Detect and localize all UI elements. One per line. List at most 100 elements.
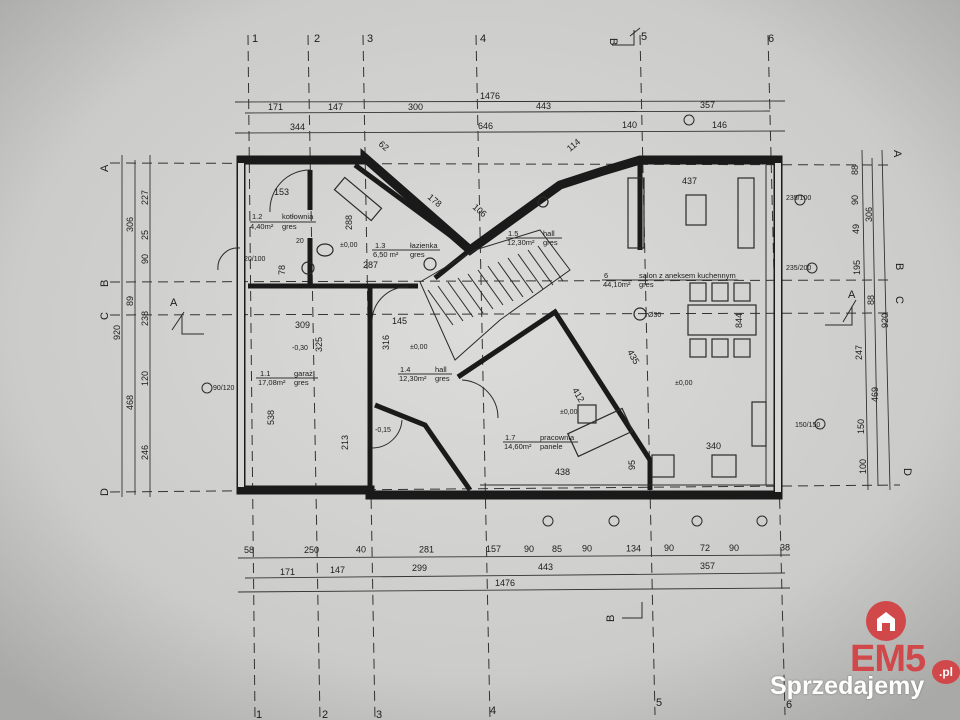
dim-interior: 844 xyxy=(734,313,744,328)
dim-bottom: 157 xyxy=(486,544,501,554)
staircase xyxy=(419,229,571,361)
room-area: 44,10m² xyxy=(603,280,631,289)
stair-step xyxy=(537,245,564,282)
dim-bottom: 90 xyxy=(524,544,534,554)
level-mark: ±0,00 xyxy=(410,344,428,351)
level-marks: ±0,00 -0,30 ±0,00 -0,15 ±0,00 ±0,00 xyxy=(292,242,693,434)
dim-left: 246 xyxy=(140,445,150,460)
axis-1-bottom: 1 xyxy=(256,709,262,720)
room-number: 1.4 xyxy=(400,365,410,374)
dim-right: 88 xyxy=(866,295,876,305)
room-name: salon z aneksem kuchennym xyxy=(639,271,736,280)
dim-bottom: 443 xyxy=(538,562,553,572)
section-markers: A A B B xyxy=(170,27,857,622)
axis-d-left: D xyxy=(99,488,111,496)
axis-d-right: D xyxy=(901,468,913,476)
room-number: 1.7 xyxy=(505,433,515,442)
desk xyxy=(566,407,634,458)
room-area: 4,40m² xyxy=(250,222,274,231)
dim-top: 171 xyxy=(268,102,283,112)
dim-interior: 340 xyxy=(706,441,721,451)
column-label: Ø30 xyxy=(648,312,661,319)
window-label: 235/100 xyxy=(786,195,811,202)
dim-left: 238 xyxy=(140,311,150,326)
dim-top: 357 xyxy=(700,100,715,110)
section-a-right: A xyxy=(848,289,856,301)
fridge xyxy=(651,454,675,478)
stair-step xyxy=(437,285,464,322)
room-area: 17,08m² xyxy=(258,378,286,387)
logo-name: Sprzedajemy xyxy=(770,672,925,700)
dim-left: 227 xyxy=(140,190,150,205)
room-name: hall xyxy=(435,365,447,374)
dim-left: 89 xyxy=(125,296,135,306)
dim-interior: 325 xyxy=(314,337,324,352)
dim-bottom: 171 xyxy=(280,567,295,577)
dim-right: 306 xyxy=(864,207,874,222)
axis-1-top: 1 xyxy=(252,33,258,45)
dim-right: 247 xyxy=(854,345,864,360)
stair-step xyxy=(497,261,524,298)
house-icon xyxy=(866,601,906,641)
room-floor: gres xyxy=(543,238,558,247)
room-floor: gres xyxy=(410,250,425,259)
logo-brand: EM5 xyxy=(850,638,926,680)
bathtub xyxy=(333,176,383,222)
room-floor: panele xyxy=(540,442,563,451)
dim-interior: 95 xyxy=(627,460,637,470)
dim-interior: 287 xyxy=(363,260,378,270)
dim-interior: 437 xyxy=(682,176,697,186)
axis-c-left: C xyxy=(99,312,111,320)
dim-bottom: 134 xyxy=(626,543,641,553)
dim-interior: 538 xyxy=(266,410,276,425)
dim-right: 150 xyxy=(856,419,866,434)
dim-bottom: 147 xyxy=(330,565,345,575)
dim-bottom: 40 xyxy=(356,545,366,555)
window-label: 235/200 xyxy=(786,265,811,272)
dim-bottom: 357 xyxy=(700,561,715,571)
cooktop xyxy=(711,454,737,478)
dim-left: 468 xyxy=(125,395,135,410)
axis-a-right: A xyxy=(891,150,903,158)
axis-4-top: 4 xyxy=(480,33,486,45)
stair-step xyxy=(457,277,484,314)
level-mark: ±0,00 xyxy=(560,409,578,416)
room-area: 14,60m² xyxy=(504,442,532,451)
dim-interior: 438 xyxy=(555,467,570,477)
dim-left: 306 xyxy=(125,217,135,232)
logo-tld: .pl xyxy=(932,660,960,684)
dim-interior: 78 xyxy=(277,265,287,275)
sofa xyxy=(737,177,755,249)
dim-right-total: 920 xyxy=(880,313,890,328)
room-number: 1.1 xyxy=(260,369,270,378)
dim-bottom: 299 xyxy=(412,563,427,573)
dim-right: 195 xyxy=(852,260,862,275)
axis-5-bottom: 5 xyxy=(656,697,662,709)
section-b-bottom: B xyxy=(605,615,617,622)
stair-step xyxy=(487,265,514,302)
axis-labels: 1 2 3 4 5 6 1 2 3 4 5 6 A B C D A B C D xyxy=(99,31,913,720)
dimension-lines xyxy=(121,100,891,593)
dim-top: 443 xyxy=(536,101,551,111)
axis-6-top: 6 xyxy=(768,33,774,45)
axis-a-left: A xyxy=(99,164,111,172)
level-mark: ±0,00 xyxy=(340,242,358,249)
room-name: łazienka xyxy=(410,241,438,250)
axis-6-bottom: 6 xyxy=(786,699,792,711)
dim-left-total: 920 xyxy=(112,325,122,340)
dim-bottom-total: 1476 xyxy=(495,578,515,588)
dim-left: 120 xyxy=(140,371,150,386)
dim-top: 140 xyxy=(622,120,637,130)
room-floor: gres xyxy=(435,374,450,383)
axis-b-left: B xyxy=(99,280,111,287)
dim-top: 646 xyxy=(478,121,493,131)
room-floor: gres xyxy=(282,222,297,231)
dim-right: 49 xyxy=(851,224,861,234)
axis-3-bottom: 3 xyxy=(376,709,382,720)
coffee-table xyxy=(685,194,707,226)
room-area: 12,30m² xyxy=(507,238,535,247)
